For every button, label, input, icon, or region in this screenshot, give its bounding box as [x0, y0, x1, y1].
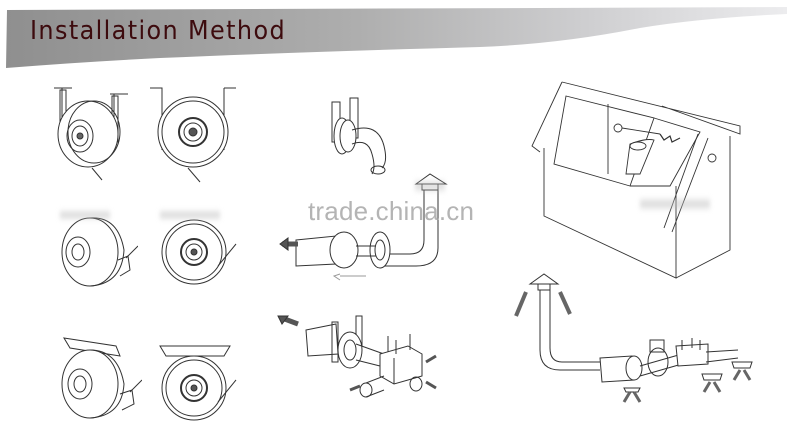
figure-duct-system-multi-inlet — [276, 314, 446, 404]
blur-patch — [640, 196, 710, 212]
fan-icon — [54, 87, 128, 181]
figure-fan-ceiling-front — [158, 344, 240, 426]
blur-patch — [60, 208, 110, 222]
blur-patch — [415, 178, 445, 194]
figure-fan-floor-side — [58, 210, 138, 295]
figure-house-cutaway — [530, 78, 750, 283]
figure-fan-wall-bracket-side — [48, 82, 128, 182]
fan-icon — [61, 217, 138, 287]
figure-duct-system-roof-cap — [276, 170, 476, 290]
fan-icon — [159, 345, 237, 421]
header-banner: Installation Method — [0, 0, 800, 75]
figure-fan-ceiling-side — [60, 334, 142, 424]
duct-system-icon — [279, 173, 448, 281]
house-icon — [531, 81, 741, 279]
fan-icon — [161, 219, 237, 285]
banner-shape — [6, 7, 787, 68]
duct-system-icon — [514, 273, 753, 403]
figure-fan-with-bent-duct — [328, 96, 418, 176]
figure-attic-duct-system — [506, 270, 766, 410]
blur-patch — [160, 208, 220, 222]
figure-fan-wall-bracket-front — [148, 84, 238, 184]
fan-icon — [61, 337, 142, 419]
page-title: Installation Method — [30, 16, 287, 46]
duct-system-icon — [277, 315, 437, 398]
fan-icon — [150, 87, 236, 183]
figure-fan-floor-front — [160, 210, 240, 295]
duct-fan-icon — [331, 97, 387, 175]
watermark: trade.china.cn — [308, 196, 475, 226]
